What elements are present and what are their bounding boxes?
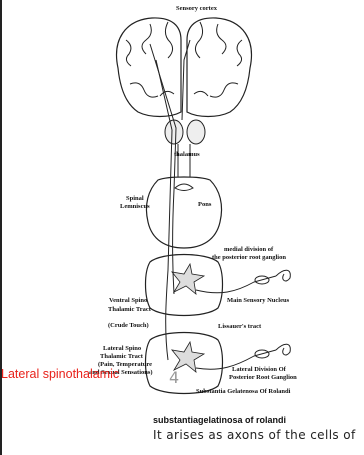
lateral-spinothalamic-label: Lateral spinothalamic bbox=[1, 367, 119, 381]
overlay-number: 4 bbox=[169, 368, 179, 387]
label-medial-division-1: medial division of bbox=[224, 246, 274, 253]
pons bbox=[146, 177, 221, 248]
label-substantia-rolandi: Substantia Gelatenosa Of Rolandi bbox=[196, 388, 291, 395]
label-ventral-tract-2: Thalamic Tract bbox=[108, 306, 152, 313]
label-main-sensory-nucleus: Main Sensory Nucleus bbox=[227, 297, 290, 304]
label-lateral-division-1: Lateral Division Of bbox=[232, 366, 287, 373]
label-sensory-cortex: Sensory cortex bbox=[176, 5, 218, 12]
label-thalamus: thalamus bbox=[174, 151, 200, 158]
label-pons: Pons bbox=[198, 201, 212, 208]
caption-body: It arises as axons of the cells of bbox=[153, 428, 361, 442]
label-lateral-tract-2: Thalamic Tract bbox=[100, 353, 144, 360]
label-lateral-division-2: Posterior Root Ganglion bbox=[229, 374, 297, 381]
label-crude-touch: (Crude Touch) bbox=[108, 322, 149, 329]
label-lissauer: Lissauer's tract bbox=[218, 323, 262, 330]
label-medial-division-2: the posterior root ganglion bbox=[212, 254, 286, 261]
brainstem bbox=[178, 144, 190, 180]
label-lateral-tract-1: Lateral Spino bbox=[103, 345, 141, 352]
caption-heading: substantiagelatinosa of rolandi bbox=[153, 415, 286, 425]
label-spinal-lemniscus-2: Lemniscus bbox=[120, 203, 150, 210]
label-spinal-lemniscus-1: Spinal bbox=[126, 195, 144, 202]
label-ventral-tract-1: Ventral Spino bbox=[109, 297, 147, 304]
